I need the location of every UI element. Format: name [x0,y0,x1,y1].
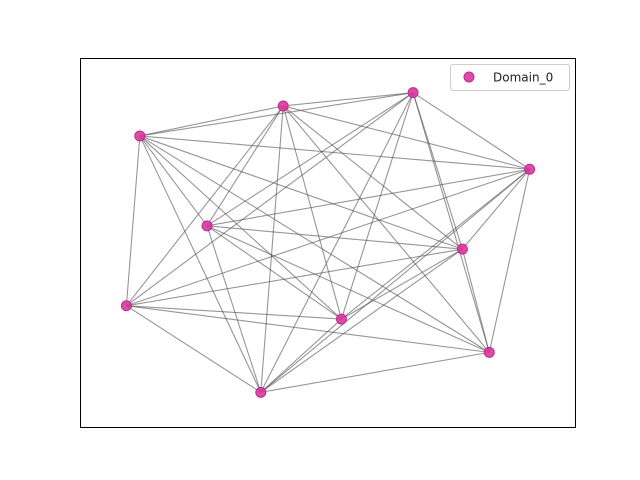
edge-3-8 [282,105,490,353]
node-2 [335,313,347,325]
edge-0-7 [139,135,262,393]
edge-1-7 [125,135,141,306]
edge-2-5 [341,248,463,320]
edge-5-6 [461,168,531,250]
edge-1-5 [126,248,463,307]
edge-0-1 [126,305,262,393]
edge-6-9 [412,92,530,170]
edge-3-4 [206,225,490,353]
edge-6-8 [283,105,530,170]
node-layer [120,87,536,398]
edge-0-6 [260,168,530,393]
node-1 [120,300,132,312]
edge-0-3 [260,351,490,393]
plot-area [80,58,576,428]
edge-1-3 [126,305,490,353]
edge-4-6 [206,168,530,227]
edge-layer [125,92,531,393]
edge-2-4 [206,225,342,320]
legend-label: Domain_0 [493,71,553,85]
node-8 [277,100,289,112]
edge-1-6 [126,168,530,307]
edge-1-9 [126,92,414,307]
edge-1-2 [126,305,342,320]
edge-7-8 [139,105,284,137]
edge-7-9 [139,92,414,137]
node-9 [407,87,419,99]
edge-3-9 [412,92,490,353]
edge-3-5 [461,249,490,353]
edge-1-8 [125,105,284,307]
edge-3-7 [139,135,490,353]
node-0 [255,386,267,398]
node-7 [134,130,146,142]
edge-0-9 [260,92,414,393]
edge-0-4 [206,225,262,393]
edge-2-7 [139,135,342,320]
legend-box [450,64,570,91]
edge-2-8 [282,105,342,320]
legend-marker [463,71,475,83]
node-4 [201,220,213,232]
edge-4-5 [206,225,463,250]
edge-3-6 [488,169,531,353]
edge-2-9 [340,92,414,320]
edge-6-7 [139,135,530,170]
edge-5-9 [412,92,463,250]
edge-4-8 [206,105,284,227]
edge-4-7 [139,135,208,227]
node-5 [456,243,468,255]
edge-5-8 [282,105,463,250]
edge-0-5 [260,248,463,393]
edge-8-9 [283,92,414,107]
legend: Domain_0 [450,64,570,91]
node-6 [524,163,536,175]
edge-4-9 [206,92,414,227]
edge-0-8 [260,105,284,393]
node-3 [483,346,495,358]
edge-2-6 [341,168,530,320]
edge-5-7 [139,135,463,250]
